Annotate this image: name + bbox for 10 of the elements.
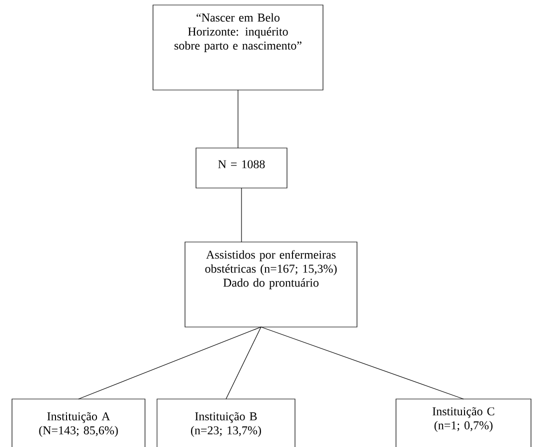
box: Instituição C (n=1; 0,7%) bbox=[396, 398, 532, 447]
box: Assistidos por enfermeiras obstétricas (n=167; 15,3%) Dado do prontuário bbox=[184, 242, 358, 328]
box: N = 1088 bbox=[196, 148, 288, 188]
box: “Nascer em Belo Horizonte: inquérito sobre parto e nascimento” bbox=[152, 4, 324, 90]
connector-line bbox=[241, 188, 242, 242]
connector-line bbox=[78, 326, 262, 400]
box: Instituição A (N=143; 85,6%) bbox=[12, 398, 146, 447]
connector-line bbox=[260, 326, 464, 400]
connector-line bbox=[226, 326, 262, 400]
box: Instituição B (n=23; 13,7%) bbox=[156, 398, 296, 447]
